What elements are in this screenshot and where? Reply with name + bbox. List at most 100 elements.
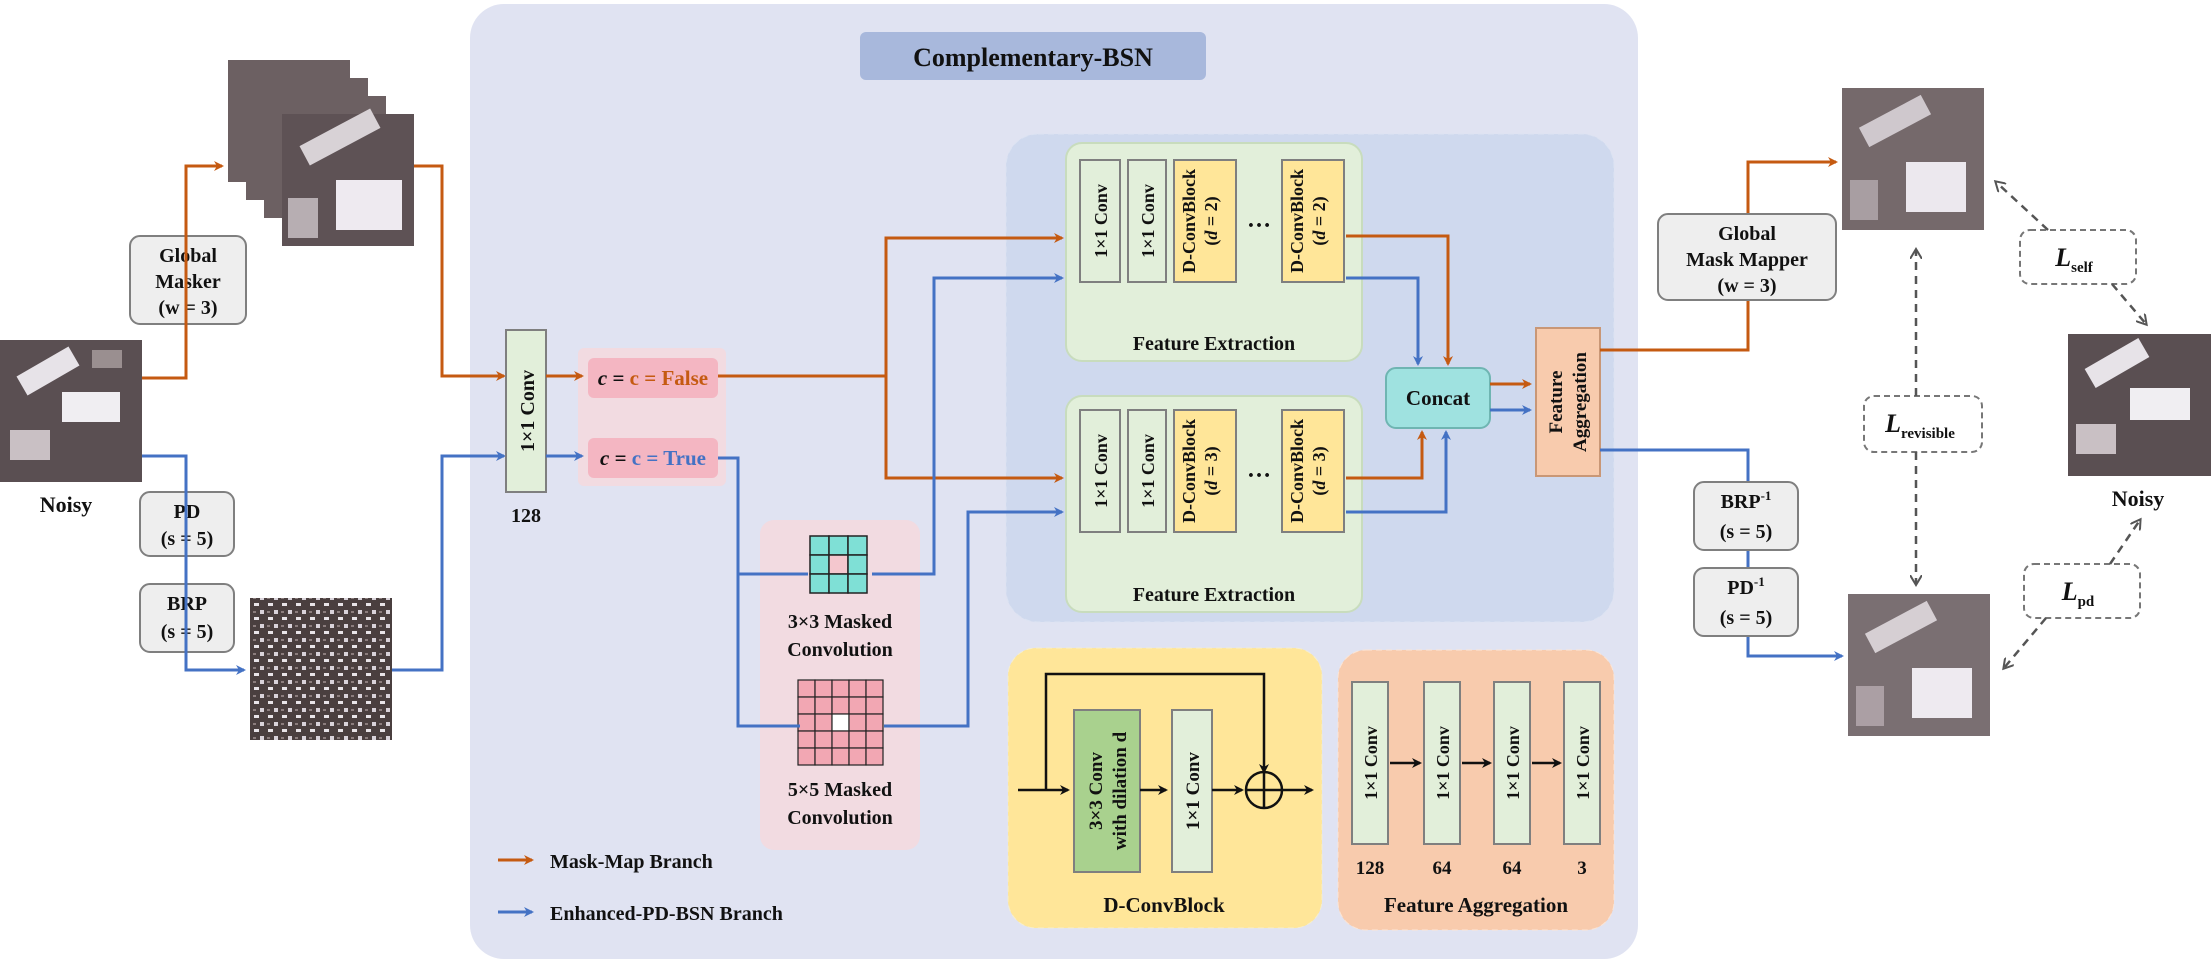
kernel5-cell: [797, 696, 816, 715]
svg-text:Masker: Masker: [155, 271, 221, 293]
conv-1x1-first: 1×1 Conv: [505, 329, 547, 493]
svg-text:1×1 Conv: 1×1 Conv: [1183, 752, 1204, 830]
output-mask-map-image: [1842, 88, 1984, 230]
fe-block-label: 1×1 Conv: [1091, 434, 1111, 508]
add-icon: [1244, 770, 1284, 810]
fa-conv: [1493, 681, 1531, 845]
arrow-ctrue-to-masked: [718, 456, 808, 576]
loss-self-box: Lself: [2019, 229, 2137, 285]
noisy-label-right: Noisy: [2112, 486, 2165, 511]
legend-orange-label: Mask-Map Branch: [550, 851, 713, 873]
arrow-noisy-to-masker: [142, 161, 224, 380]
fe-block: [1079, 159, 1121, 283]
arrow-febot-blue-to-concat: [1346, 430, 1451, 514]
c-true-box: c = c = True: [588, 438, 718, 478]
dconv-conv1: 1×1 Conv: [1171, 709, 1213, 873]
svg-text:1×1 Conv: 1×1 Conv: [517, 370, 539, 452]
fa-conv: [1423, 681, 1461, 845]
fe-ellipsis: …: [1247, 207, 1271, 233]
svg-text:c = c = True: c = c = True: [600, 446, 706, 470]
arrow-stack-to-conv: [414, 164, 506, 381]
fe-block-label: 1×1 Conv: [1138, 184, 1158, 258]
fa-channel-label: 3: [1577, 858, 1587, 879]
kernel3-cell: [847, 554, 868, 575]
svg-text:Global: Global: [159, 245, 217, 267]
conv-first-channels: 128: [511, 505, 541, 527]
kernel3-cell: [828, 535, 849, 556]
fe-block: [1173, 159, 1237, 283]
pd-inverse-box: PD-1 (s = 5): [1693, 567, 1799, 637]
fe-block: [1127, 159, 1167, 283]
loss-pd-arrow-a: [2004, 617, 2047, 668]
kernel5-cell: [848, 713, 867, 732]
arrow-masked5-to-fe-bottom: [884, 507, 1064, 728]
kernel5-cell: [797, 713, 816, 732]
arrow-fetop-blue-to-concat: [1346, 276, 1423, 366]
svg-text:Mask Mapper: Mask Mapper: [1686, 249, 1808, 271]
fa-channel-label: 64: [1433, 858, 1453, 879]
fe-block-label: (d = 3): [1309, 446, 1330, 495]
masked-conv-3-label-2: Convolution: [787, 639, 893, 661]
fe-ellipsis: …: [1247, 457, 1271, 483]
arrow-febot-orange-to-concat: [1346, 430, 1427, 480]
kernel3-cell: [847, 573, 868, 594]
fe-block-label: (d = 2): [1201, 196, 1222, 245]
fe-block-label: 1×1 Conv: [1138, 434, 1158, 508]
svg-text:(w = 3): (w = 3): [1717, 275, 1776, 297]
loss-revisible-box: Lrevisible: [1863, 395, 1983, 453]
kernel3-cell: [809, 554, 830, 575]
c-false-box: c = c = False: [588, 358, 718, 398]
fe-block-label: (d = 2): [1309, 196, 1330, 245]
fe-block: [1281, 159, 1345, 283]
fa-conv-label: 1×1 Conv: [1361, 726, 1381, 800]
fa-channel-label: 64: [1503, 858, 1523, 879]
svg-text:Concat: Concat: [1406, 386, 1470, 410]
kernel5-cell: [848, 679, 867, 698]
svg-text:(s = 5): (s = 5): [1720, 521, 1773, 543]
arrow-fa-blue-out: [1600, 448, 1844, 661]
fe-bottom-label: Feature Extraction: [1133, 584, 1295, 606]
dconv-skip: [1044, 672, 1269, 790]
masked-image-stack: [228, 60, 414, 246]
kernel5-cell: [865, 730, 884, 749]
fa-panel: [1337, 649, 1615, 931]
fe-block: [1127, 409, 1167, 533]
fe-block-label: 1×1 Conv: [1091, 184, 1111, 258]
loss-self-arrow-a: [1996, 182, 2049, 231]
svg-text:(w = 3): (w = 3): [158, 297, 217, 319]
svg-text:Lrevisible: Lrevisible: [1884, 409, 1955, 442]
brp-image: [250, 598, 392, 740]
kernel5-cell: [848, 747, 867, 766]
svg-text:Global: Global: [1718, 223, 1776, 245]
kernel5-cell: [865, 747, 884, 766]
fa-conv-label: 1×1 Conv: [1503, 726, 1523, 800]
kernel5-cell: [831, 679, 850, 698]
svg-text:BRP-1: BRP-1: [1721, 488, 1772, 513]
svg-text:3×3 Conv: 3×3 Conv: [1086, 752, 1107, 830]
noisy-input-image: [0, 340, 142, 482]
legend-blue-label: Enhanced-PD-BSN Branch: [550, 903, 783, 925]
kernel3-cell: [828, 554, 849, 575]
masked-conv-5x5-kernel: [797, 679, 884, 766]
kernel5-cell: [814, 747, 833, 766]
kernel5-cell: [797, 730, 816, 749]
svg-text:Aggregation: Aggregation: [1570, 352, 1591, 452]
kernel5-cell: [831, 713, 850, 732]
fa-conv: [1563, 681, 1601, 845]
kernel5-cell: [831, 730, 850, 749]
arrow-fetop-orange-to-concat: [1346, 234, 1453, 366]
concat-box: Concat: [1385, 367, 1491, 429]
fe-block: [1173, 409, 1237, 533]
main-title: Complementary-BSN: [913, 43, 1153, 72]
kernel3-cell: [809, 535, 830, 556]
kernel5-cell: [848, 696, 867, 715]
kernel5-cell: [814, 730, 833, 749]
dconvblock-panel: [1007, 647, 1323, 929]
noisy-label-left: Noisy: [40, 492, 93, 517]
arrow-ctrue-to-masked5: [736, 574, 800, 728]
kernel5-cell: [831, 747, 850, 766]
